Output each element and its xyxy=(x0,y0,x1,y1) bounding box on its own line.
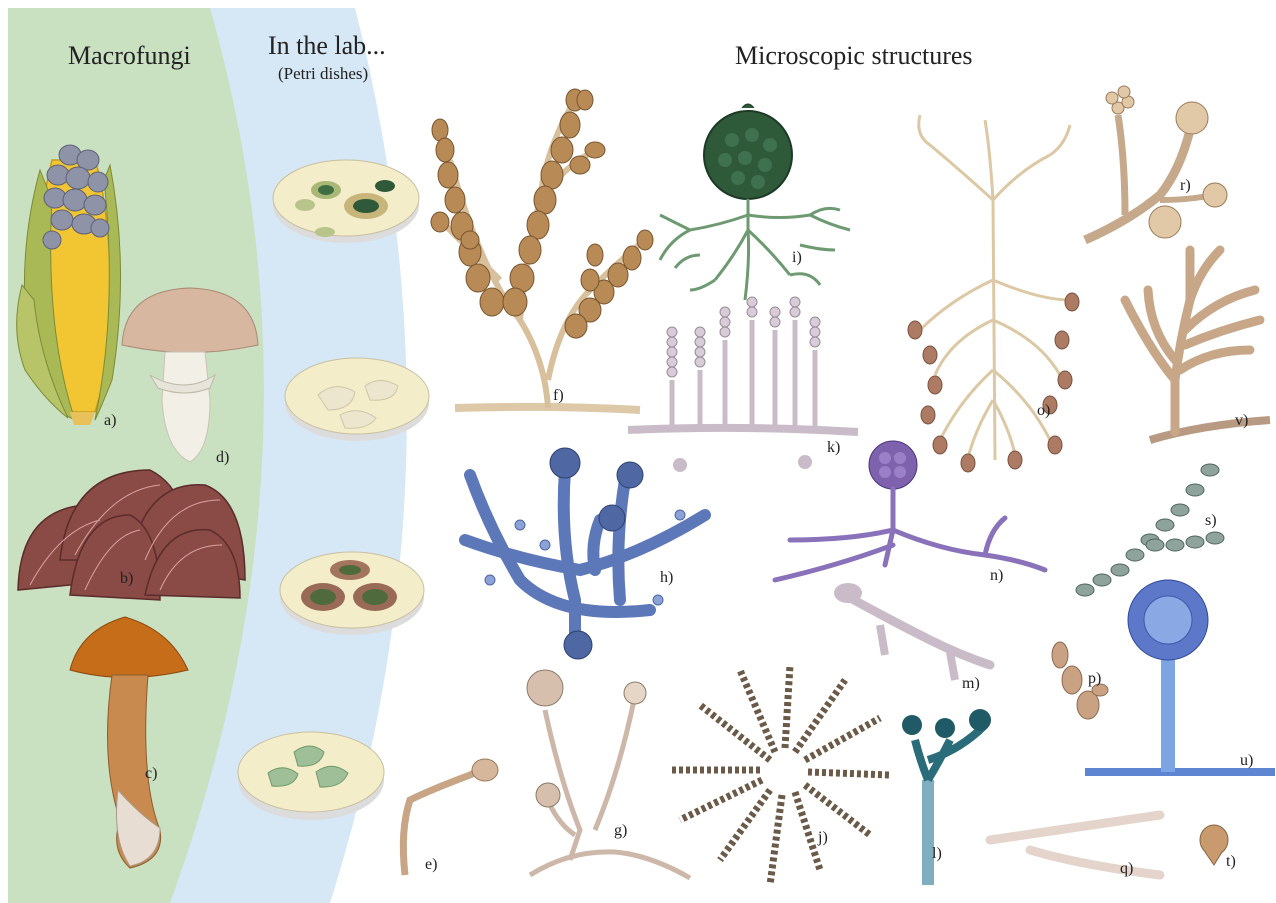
label-r: r) xyxy=(1180,177,1191,194)
label-g: g) xyxy=(614,822,627,839)
petri-dish-1 xyxy=(273,160,419,243)
sporangia-r xyxy=(1085,86,1227,240)
radial-chains-j xyxy=(670,665,890,885)
spore-t xyxy=(1200,825,1228,865)
label-o: o) xyxy=(1037,402,1050,419)
petri-dish-3 xyxy=(280,552,424,635)
label-p: p) xyxy=(1088,670,1101,687)
chain-s xyxy=(1076,464,1224,596)
hypha-e xyxy=(403,759,498,875)
sporangium-dark-green xyxy=(660,104,850,300)
alternaria-structure xyxy=(431,89,653,410)
label-j: j) xyxy=(817,829,828,846)
penicillium-teal xyxy=(902,709,991,885)
hyphae-m xyxy=(834,583,990,680)
label-e: e) xyxy=(425,856,437,873)
label-t: t) xyxy=(1226,853,1236,870)
label-i: i) xyxy=(792,249,802,266)
branched-sporophore xyxy=(908,115,1079,472)
purple-sporangium xyxy=(775,441,1045,580)
label-v: v) xyxy=(1235,412,1248,429)
label-k: k) xyxy=(827,439,840,456)
hyphae-q xyxy=(990,815,1160,875)
label-m: m) xyxy=(962,675,980,692)
label-c: c) xyxy=(145,765,157,782)
chained-conidia-structure xyxy=(628,297,858,472)
microscopic-heading: Microscopic structures xyxy=(735,41,973,70)
label-q: q) xyxy=(1120,860,1133,877)
lab-heading: In the lab... xyxy=(268,31,386,60)
macrofungi-heading: Macrofungi xyxy=(68,41,191,70)
label-h: h) xyxy=(660,569,673,586)
label-f: f) xyxy=(553,387,564,404)
mucor-g xyxy=(527,670,690,878)
label-l: l) xyxy=(932,845,942,862)
petri-dish-4 xyxy=(238,732,384,820)
label-u: u) xyxy=(1240,752,1253,769)
label-d: d) xyxy=(216,449,229,466)
label-s: s) xyxy=(1205,512,1217,529)
aspergillus-blue xyxy=(1085,580,1275,772)
petri-dish-2 xyxy=(285,358,429,441)
label-a: a) xyxy=(104,412,116,429)
blue-spiky-structure xyxy=(465,448,705,659)
lab-subheading: (Petri dishes) xyxy=(278,64,368,83)
label-b: b) xyxy=(120,570,133,587)
label-n: n) xyxy=(990,567,1003,584)
